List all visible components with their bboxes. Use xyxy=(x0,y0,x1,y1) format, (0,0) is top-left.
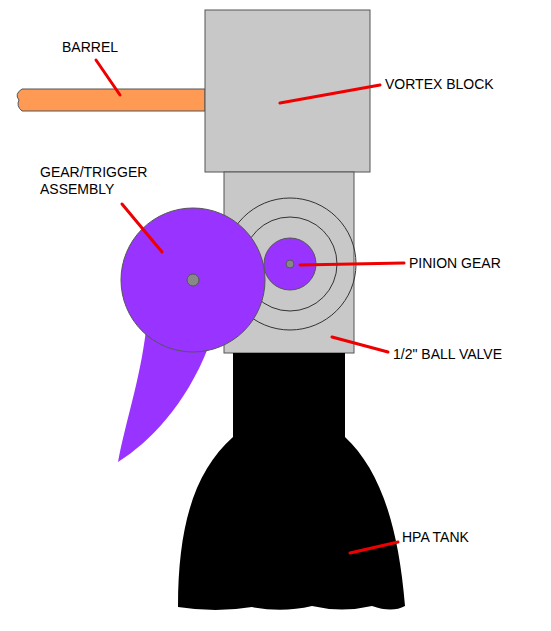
hpa-tank xyxy=(178,353,405,610)
leader-line xyxy=(280,85,380,103)
part-label: BARREL xyxy=(62,39,118,56)
part-label: VORTEX BLOCK xyxy=(385,76,494,93)
pinion-pin xyxy=(286,260,294,268)
part-label: PINION GEAR xyxy=(409,255,501,272)
leader-line xyxy=(96,60,120,95)
part-label: HPA TANK xyxy=(402,529,469,546)
part-label: 1/2" BALL VALVE xyxy=(393,346,502,363)
leader-line xyxy=(332,337,388,352)
gear-pin xyxy=(187,274,199,286)
barrel xyxy=(17,89,205,111)
leader-line xyxy=(300,263,404,265)
leader-line xyxy=(122,204,162,252)
part-label: GEAR/TRIGGER ASSEMBLY xyxy=(40,164,150,198)
leader-line xyxy=(350,542,398,553)
